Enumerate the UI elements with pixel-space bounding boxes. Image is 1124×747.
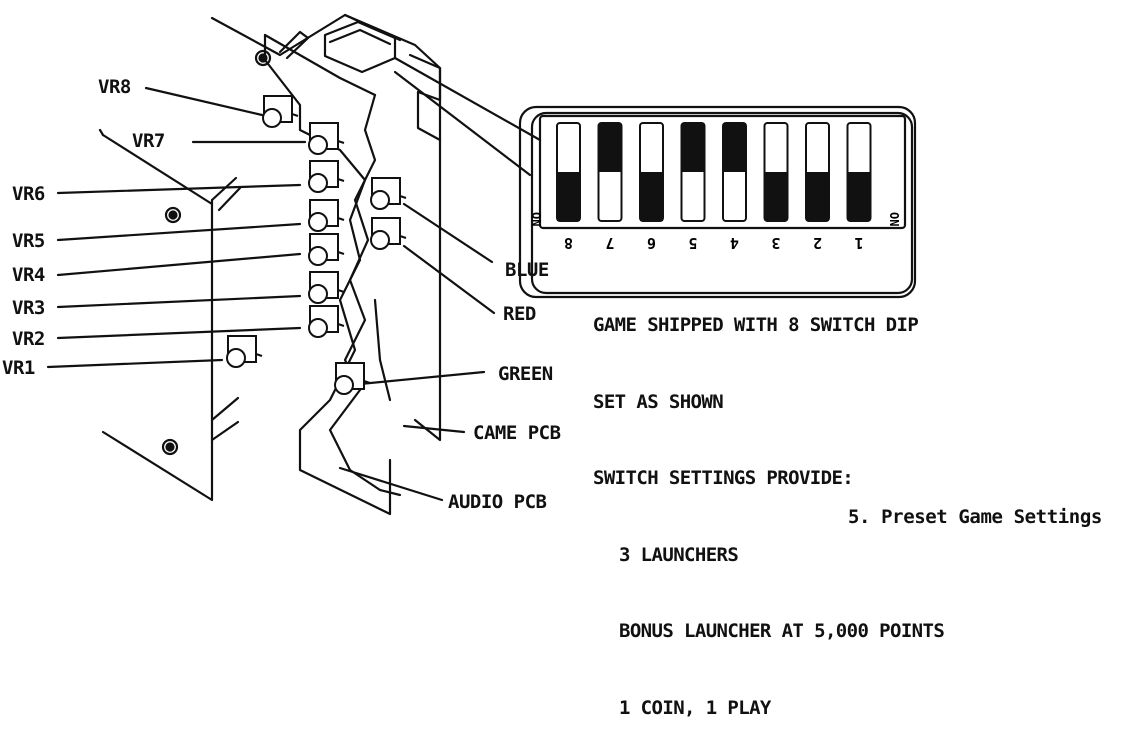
- dip-numbers: 8 7 6 5 4 3 2 1 ON ON: [529, 212, 901, 252]
- note-line-3: SWITCH SETTINGS PROVIDE:: [593, 467, 854, 489]
- dip-toggle-fill-6: [640, 172, 663, 221]
- pot-vr8: [262, 95, 299, 128]
- label-vr1: VR1: [2, 357, 35, 379]
- note-line-4: 3 LAUNCHERS: [619, 543, 739, 566]
- label-vr7: VR7: [132, 130, 165, 152]
- pcb-diagram: 8 7 6 5 4 3 2 1 ON ON VR8 VR7 VR6 VR5 VR4 VR3 VR2…: [2, 13, 1102, 719]
- pot-vr6: [308, 160, 345, 193]
- note-line-2: SET AS SHOWN: [593, 390, 724, 413]
- label-vr5: VR5: [12, 230, 45, 252]
- label-vr2: VR2: [12, 328, 45, 350]
- label-audio-pcb: AUDIO PCB: [448, 491, 547, 513]
- label-vr4: VR4: [12, 264, 45, 286]
- note-line-6: 1 COIN, 1 PLAY: [619, 696, 771, 719]
- pot-vr7: [308, 122, 345, 155]
- game-pcb-board: [210, 13, 442, 442]
- dip-number-6: 6: [647, 234, 656, 252]
- dip-number-3: 3: [771, 234, 780, 252]
- dip-toggle-fill-4: [723, 123, 746, 172]
- dip-on-label-right: ON: [887, 212, 901, 226]
- pot-blue: [370, 177, 407, 210]
- label-red: RED: [503, 303, 536, 325]
- dip-toggle-fill-2: [806, 172, 829, 221]
- dip-number-1: 1: [854, 234, 863, 252]
- dip-toggle-fill-3: [764, 172, 788, 221]
- label-blue: BLUE: [505, 259, 549, 281]
- pot-vr2: [308, 305, 345, 338]
- dip-number-4: 4: [730, 234, 739, 252]
- dip-number-5: 5: [688, 234, 697, 252]
- dip-number-8: 8: [564, 234, 573, 252]
- dip-toggles: [556, 122, 872, 222]
- dip-toggle-fill-5: [681, 123, 705, 172]
- pot-vr1: [226, 335, 263, 368]
- note-line-1: GAME SHIPPED WITH 8 SWITCH DIP: [593, 314, 919, 336]
- label-vr6: VR6: [12, 183, 45, 205]
- dip-magnified-box: [518, 105, 917, 299]
- dip-toggle-fill-7: [598, 123, 622, 172]
- dip-toggle-fill-1: [847, 172, 871, 221]
- label-game-pcb: CAME PCB: [473, 422, 561, 444]
- audio-pcb-board: [101, 133, 214, 502]
- label-green: GREEN: [498, 363, 553, 385]
- dip-on-label-left: ON: [529, 212, 543, 226]
- dip-number-7: 7: [605, 234, 614, 252]
- figure-caption: 5. Preset Game Settings: [848, 506, 1102, 528]
- pot-vr5: [308, 199, 345, 232]
- note-line-5: BONUS LAUNCHER AT 5,000 POINTS: [619, 620, 945, 642]
- pot-vr4: [308, 233, 345, 266]
- diagram-drawing: 8 7 6 5 4 3 2 1 ON ON: [46, 13, 917, 516]
- potentiometers: [226, 95, 407, 395]
- pot-green: [334, 362, 371, 395]
- dip-number-2: 2: [813, 234, 822, 252]
- settings-notes: GAME SHIPPED WITH 8 SWITCH DIP SET AS SH…: [593, 262, 945, 747]
- dip-toggle-fill-8: [557, 172, 580, 221]
- label-vr8: VR8: [98, 76, 131, 98]
- pot-red: [370, 217, 407, 250]
- pot-vr3: [308, 271, 345, 304]
- label-vr3: VR3: [12, 297, 45, 319]
